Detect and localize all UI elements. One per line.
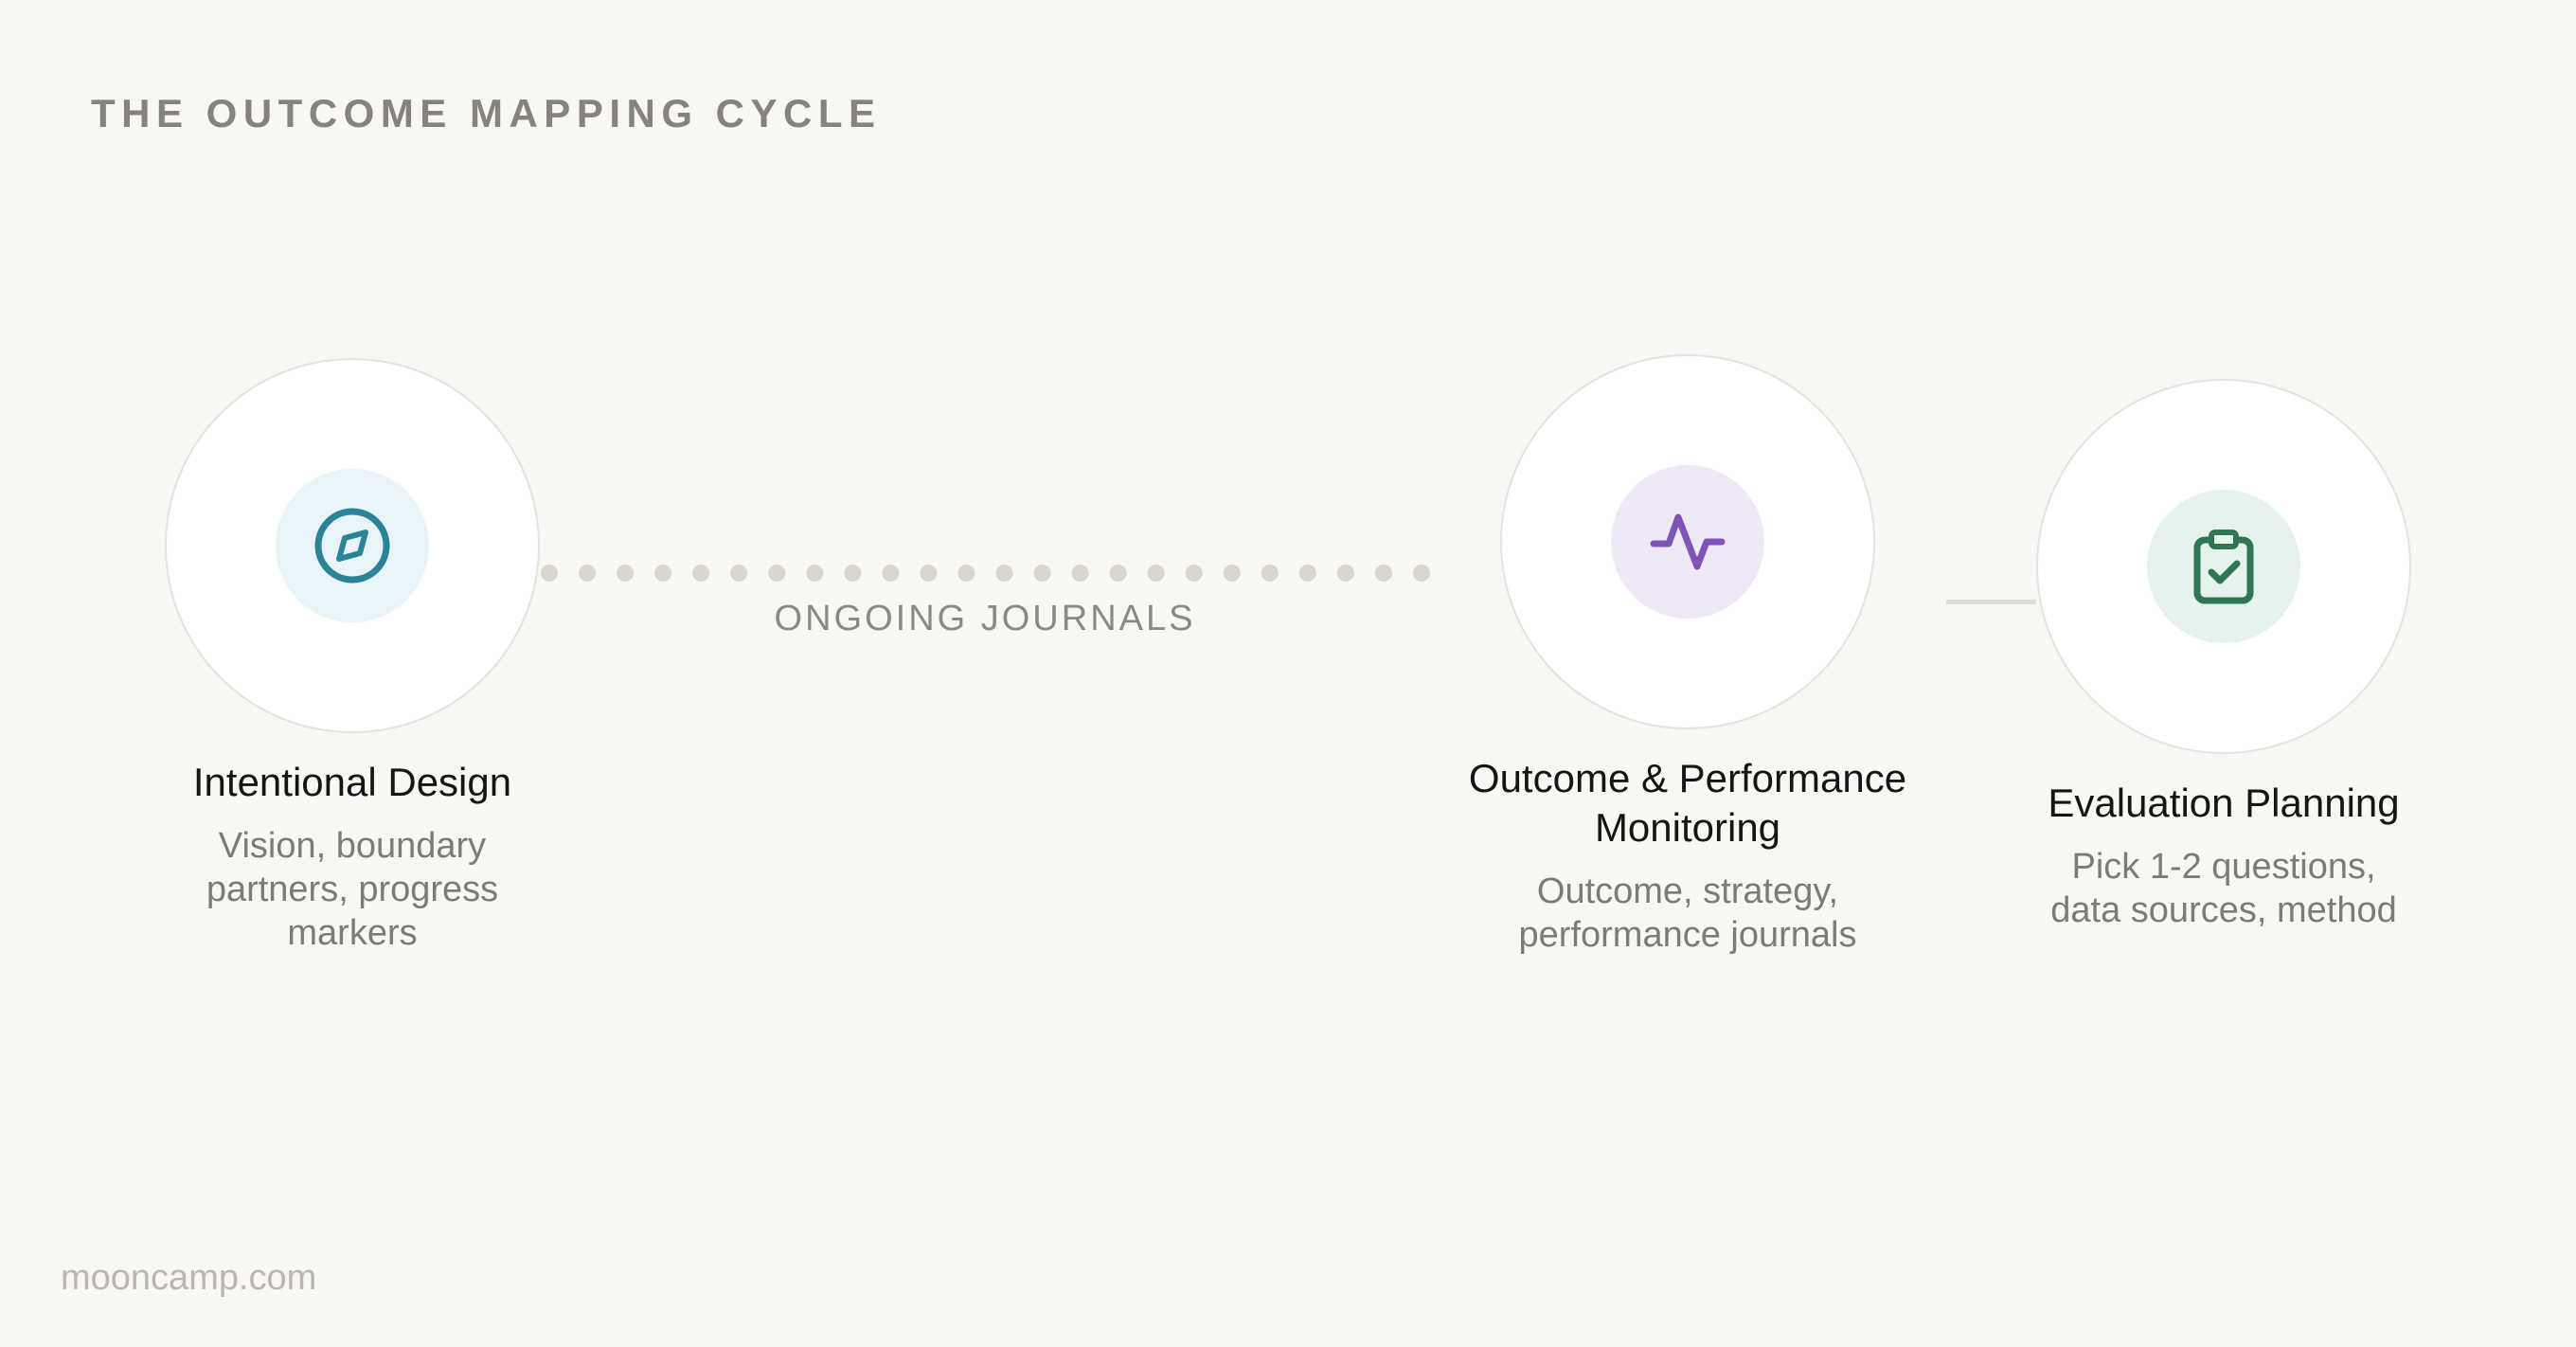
connector-dot (1109, 565, 1127, 582)
page-title: THE OUTCOME MAPPING CYCLE (91, 91, 882, 135)
connector-dot (1261, 565, 1279, 582)
connector-dot (1413, 565, 1430, 582)
stage-description-line: Outcome, strategy, (1536, 871, 1839, 911)
stage-description-line: data sources, method (2050, 890, 2397, 930)
connector-dot (1374, 565, 1392, 582)
connector-dot (617, 565, 635, 582)
stage-circle-outcome-performance-monitoring (1500, 354, 1875, 729)
stage-circle-intentional-design (165, 358, 540, 733)
connector-dot (1336, 565, 1354, 582)
connector-dot (1185, 565, 1203, 582)
stage-text-intentional-design: Intentional Design Vision, boundary part… (97, 758, 608, 955)
outcome-monitoring-icon-badge (1611, 465, 1764, 619)
stage-description-line: Pick 1-2 questions, (2071, 847, 2376, 887)
stage-description-line: partners, progress (206, 870, 499, 909)
connector-dot (1223, 565, 1241, 582)
connector-dot (882, 565, 900, 582)
stage-description-line: performance journals (1518, 915, 1857, 955)
dotted-connector (541, 565, 1430, 582)
stage-description: Outcome, strategy, performance journals (1432, 870, 1943, 957)
connector-dot (768, 565, 786, 582)
connector-dot (730, 565, 748, 582)
evaluation-planning-icon-badge (2147, 490, 2300, 643)
intentional-design-icon-badge (276, 469, 429, 622)
connector-dot (995, 565, 1013, 582)
connector-dot (806, 565, 824, 582)
stage-title: Intentional Design (192, 760, 512, 804)
pulse-icon (1650, 513, 1726, 570)
connector-dot (654, 565, 672, 582)
stage-description: Pick 1-2 questions, data sources, method (1968, 845, 2479, 932)
connector-dot (541, 565, 558, 582)
connector-dot (1298, 565, 1316, 582)
solid-connector (1946, 600, 2036, 604)
stage-circle-evaluation-planning (2036, 379, 2411, 754)
stage-title: Outcome & Performance Monitoring (1432, 754, 1943, 853)
stage-description: Vision, boundary partners, progress mark… (97, 824, 608, 955)
stage-description-line: Vision, boundary (218, 826, 487, 866)
stage-title-line: Outcome & Performance (1468, 756, 1907, 800)
connector-dot (692, 565, 710, 582)
connector-dot (1147, 565, 1165, 582)
connector-dot (579, 565, 597, 582)
stage-title-line: Monitoring (1594, 805, 1781, 850)
compass-icon (314, 508, 390, 584)
footer-brand: mooncamp.com (61, 1258, 317, 1298)
connector-label: ONGOING JOURNALS (774, 599, 1196, 638)
connector-dot (1071, 565, 1089, 582)
stage-text-evaluation-planning: Evaluation Planning Pick 1-2 questions, … (1968, 779, 2479, 932)
stage-title: Evaluation Planning (2048, 781, 2400, 825)
connector-dot (1033, 565, 1051, 582)
connector-dot (957, 565, 975, 582)
connector-dot (920, 565, 938, 582)
clipboard-check-icon (2193, 530, 2254, 604)
stage-description-line: markers (287, 913, 418, 953)
stage-text-outcome-performance-monitoring: Outcome & Performance Monitoring Outcome… (1432, 754, 1943, 957)
connector-dot (844, 565, 862, 582)
